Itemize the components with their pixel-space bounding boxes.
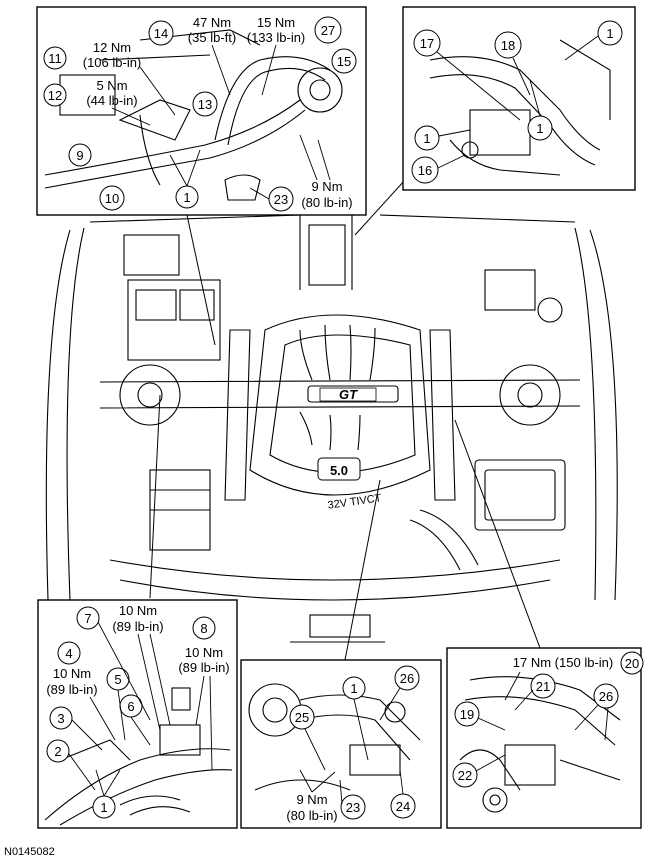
engine-bay-illustration [45,205,618,643]
torque-5nm-imperial: (44 lb-in) [86,93,137,108]
callout-8: 8 [200,621,207,636]
callout-1: 1 [100,800,107,815]
figure-reference: N0145082 [4,846,55,858]
callout-26: 26 [599,689,613,704]
callout-6: 6 [127,699,134,714]
inset-top-right: 17 18 1 1 1 16 [402,6,636,191]
torque-15nm-imperial: (133 lb-in) [247,30,306,45]
callout-5: 5 [114,672,121,687]
callout-1-a: 1 [606,26,613,41]
inset-bottom-left: 7 8 4 5 6 3 2 1 10 Nm (89 lb-in) 10 Nm (… [37,599,238,829]
callout-23: 23 [274,192,288,207]
torque-9nm-imperial: (80 lb-in) [286,808,337,823]
callout-19: 19 [460,707,474,722]
torque-10nm-c: 10 Nm [185,645,223,660]
torque-15nm: 15 Nm [257,15,295,30]
callout-1-c: 1 [423,131,430,146]
torque-47nm-imperial: (35 lb-ft) [188,30,236,45]
callout-15: 15 [337,54,351,69]
torque-10nm-a-imperial: (89 lb-in) [112,619,163,634]
torque-9nm: 9 Nm [296,792,327,807]
torque-9nm-imperial: (80 lb-in) [301,195,352,210]
callout-4: 4 [65,646,72,661]
callout-9: 9 [76,148,83,163]
callout-22: 22 [458,768,472,783]
inset-bottom-middle: 1 26 25 23 24 9 Nm (80 lb-in) [240,659,442,829]
torque-10nm-b-imperial: (89 lb-in) [46,682,97,697]
callout-25: 25 [295,710,309,725]
callout-14: 14 [154,26,168,41]
callout-3: 3 [57,711,64,726]
torque-12nm-imperial: (106 lb-in) [83,55,142,70]
callout-16: 16 [418,163,432,178]
callout-23: 23 [346,800,360,815]
callout-18: 18 [501,38,515,53]
torque-10nm-b: 10 Nm [53,666,91,681]
callout-group: 11 12 9 10 1 14 13 27 15 23 [43,16,357,212]
callout-1: 1 [183,190,190,205]
callout-2: 2 [54,744,61,759]
callout-21: 21 [536,679,550,694]
displacement-badge: 5.0 [330,463,348,478]
callout-27: 27 [321,23,335,38]
inset-bottom-right: 20 21 26 19 22 17 Nm (150 lb-in) [446,647,644,829]
torque-5nm: 5 Nm [96,78,127,93]
callout-7: 7 [84,611,91,626]
leader-lines [149,179,541,661]
callout-24: 24 [396,799,410,814]
torque-10nm-a: 10 Nm [119,603,157,618]
gt-badge: GT [339,387,358,402]
callout-13: 13 [198,97,212,112]
callout-20: 20 [625,656,639,671]
callout-11: 11 [48,51,62,66]
callout-17: 17 [420,36,434,51]
torque-9nm: 9 Nm [311,179,342,194]
inset-top-left: 11 12 9 10 1 14 13 27 15 23 47 Nm (35 lb… [36,6,367,216]
torque-17nm: 17 Nm (150 lb-in) [513,655,613,670]
torque-10nm-c-imperial: (89 lb-in) [178,660,229,675]
callout-1: 1 [350,681,357,696]
callout-26: 26 [400,671,414,686]
torque-12nm: 12 Nm [93,40,131,55]
callout-12: 12 [48,88,62,103]
torque-47nm: 47 Nm [193,15,231,30]
engine-cover-markings: GT 5.0 32V TIVCT [317,387,383,512]
callout-1-b: 1 [536,121,543,136]
callout-10: 10 [105,191,119,206]
